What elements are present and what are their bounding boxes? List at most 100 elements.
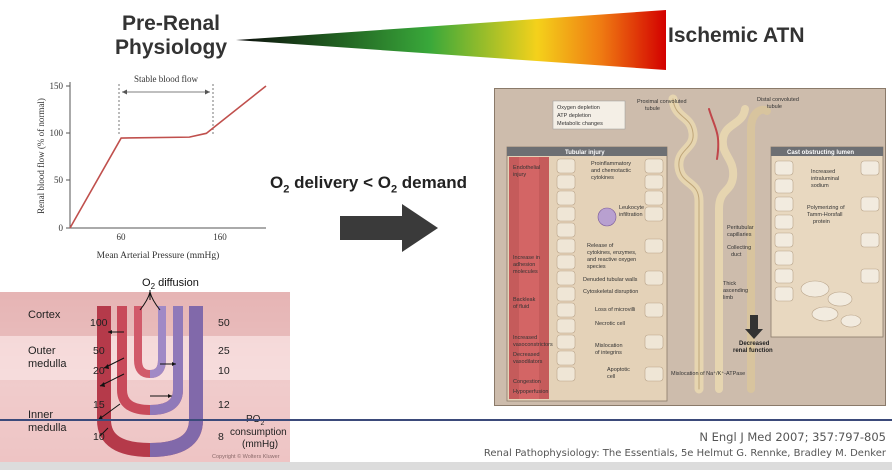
ischemic-atn-illustration: Oxygen depletion ATP depletion Metabolic… — [494, 88, 886, 406]
label-reactive-oxygen: and reactive oxygen — [587, 257, 636, 263]
pre-renal-title-line2: Physiology — [114, 36, 228, 59]
label-cytokines: cytokines — [591, 175, 614, 181]
label-protein: protein — [813, 219, 830, 225]
label-apoptotic: Apoptotic — [607, 367, 630, 373]
zone-outer-medulla-label: medulla — [28, 358, 67, 370]
label-proximal-tubule: tubule — [645, 106, 660, 112]
label-peritubular: Peritubular — [727, 225, 754, 231]
consumption-label: consumption — [230, 427, 287, 438]
left-value-2: 50 — [93, 345, 105, 357]
label-polymerizing: Polymerizing of — [807, 205, 845, 211]
pre-renal-title: Pre-Renal Physiology — [96, 12, 246, 60]
o2-diffusion-label: O2 diffusion — [142, 277, 199, 291]
label-mislocation-atpase: Mislocation of Na⁺/K⁺-ATPase — [671, 370, 745, 377]
medullary-oxygen-diagram: O2 diffusion Cortex Outer medulla Inner … — [0, 277, 290, 462]
label-cytoskeletal-disruption: Cytoskeletal disruption — [583, 289, 638, 295]
severity-gradient-wedge — [236, 10, 666, 70]
label-decreased-renal: Decreased — [739, 341, 770, 347]
label-ascending: ascending — [723, 288, 748, 294]
right-value-2: 25 — [218, 345, 230, 357]
label-denuded-walls: Denuded tubular walls — [583, 277, 638, 283]
decrease-arrow-icon — [745, 315, 763, 339]
label-increase-in: Increase in — [513, 255, 540, 261]
o2-subscript-1: 2 — [283, 183, 290, 196]
label-renal-function: renal function — [733, 348, 773, 354]
left-value-3: 20 — [93, 365, 105, 377]
label-decreased: Decreased — [513, 352, 540, 358]
label-distal-convoluted: Distal convoluted — [757, 97, 799, 103]
zone-outer-label: Outer — [28, 345, 56, 357]
y-tick-100: 100 — [50, 128, 64, 138]
tubular-injury-figure: Oxygen depletion ATP depletion Metabolic… — [495, 89, 885, 405]
label-necrotic-cell: Necrotic cell — [595, 321, 625, 327]
x-tick-160: 160 — [213, 232, 227, 242]
label-release-of: Release of — [587, 243, 614, 249]
label-endothelial: Endothelial — [513, 165, 540, 171]
citation-textbook: Renal Pathophysiology: The Essentials, 5… — [483, 448, 886, 459]
label-vasodilators: vasodilators — [513, 359, 543, 365]
leukocyte — [597, 207, 617, 227]
renal-blood-flow-curve — [69, 85, 267, 229]
label-of-fluid: of fluid — [513, 304, 529, 310]
label-capillaries: capillaries — [727, 232, 752, 238]
label-limb: limb — [723, 295, 733, 301]
label-infiltration: infiltration — [619, 212, 643, 218]
left-value-4: 15 — [93, 399, 105, 411]
o2-statement-end: demand — [397, 173, 467, 192]
label-proinflammatory: Proinflammatory — [591, 161, 631, 167]
o2-statement-middle: delivery < O — [289, 173, 391, 192]
label-collecting: Collecting — [727, 245, 751, 251]
label-congestion: Congestion — [513, 379, 541, 385]
left-value-5: 10 — [93, 431, 105, 443]
label-intraluminal: intraluminal — [811, 176, 839, 182]
y-axis-label: Renal blood flow (% of normal) — [36, 98, 46, 214]
label-of-integrins: of integrins — [595, 350, 622, 356]
y-tick-150: 150 — [50, 81, 64, 91]
right-arrow-icon — [340, 204, 438, 252]
zone-inner-medulla-label: medulla — [28, 422, 67, 434]
o2-delivery-demand-statement: O2 delivery < O2 demand — [270, 173, 467, 195]
y-tick-50: 50 — [54, 175, 64, 185]
zone-inner-label: Inner — [28, 409, 53, 421]
o2-symbol-1: O — [270, 173, 284, 192]
label-leukocyte: Leukocyte — [619, 205, 644, 211]
x-tick-60: 60 — [117, 232, 127, 242]
ischemic-atn-title: Ischemic ATN — [668, 24, 805, 47]
autoregulation-chart: 150 100 50 0 60 160 Stable blood flow Me… — [36, 74, 267, 261]
label-duct: duct — [731, 252, 742, 258]
pre-renal-title-line1: Pre-Renal — [121, 12, 221, 35]
label-tamm-horsfall: Tamm-Horsfall — [807, 212, 842, 218]
label-cast-obstructing-lumen: Cast obstructing lumen — [787, 150, 854, 156]
right-value-3: 10 — [218, 365, 230, 377]
label-molecules: molecules — [513, 269, 538, 275]
y-tick-0: 0 — [59, 223, 64, 233]
label-tubular-injury: Tubular injury — [565, 150, 605, 156]
footer-divider — [0, 419, 892, 421]
label-adhesion: adhesion — [513, 262, 535, 268]
label-increased-right: Increased — [811, 169, 835, 175]
x-axis-label: Mean Arterial Pressure (mmHg) — [97, 250, 220, 261]
o2-subscript-2: 2 — [390, 183, 398, 196]
label-hypoperfusion: Hypoperfusion — [513, 389, 548, 395]
label-increased: Increased — [513, 335, 537, 341]
label-mislocation: Mislocation — [595, 343, 623, 349]
label-loss-of-microvilli: Loss of microvilli — [595, 307, 635, 313]
right-value-4: 12 — [218, 399, 230, 411]
label-cytokines-enzymes: cytokines, enzymes, — [587, 250, 637, 256]
label-sodium: sodium — [811, 183, 829, 189]
label-backleak: Backleak — [513, 297, 536, 303]
left-value-1: 100 — [90, 317, 108, 329]
cast-cells — [774, 160, 880, 328]
stable-blood-flow-label: Stable blood flow — [134, 74, 198, 84]
label-thick: Thick — [723, 281, 736, 287]
label-cell: cell — [607, 374, 615, 380]
label-chemotactic: and chemotactic — [591, 168, 631, 174]
copyright-text: Copyright © Wolters Kluwer — [212, 453, 280, 460]
tubular-cells — [556, 158, 664, 382]
zone-cortex-label: Cortex — [28, 309, 61, 321]
nephron-tubules — [668, 94, 771, 394]
label-vasoconstrictors: vasoconstrictors — [513, 342, 553, 348]
label-proximal-convoluted: Proximal convoluted — [637, 99, 687, 105]
footer-band — [0, 462, 892, 470]
citation-nejm: N Engl J Med 2007; 357:797-805 — [699, 430, 886, 444]
